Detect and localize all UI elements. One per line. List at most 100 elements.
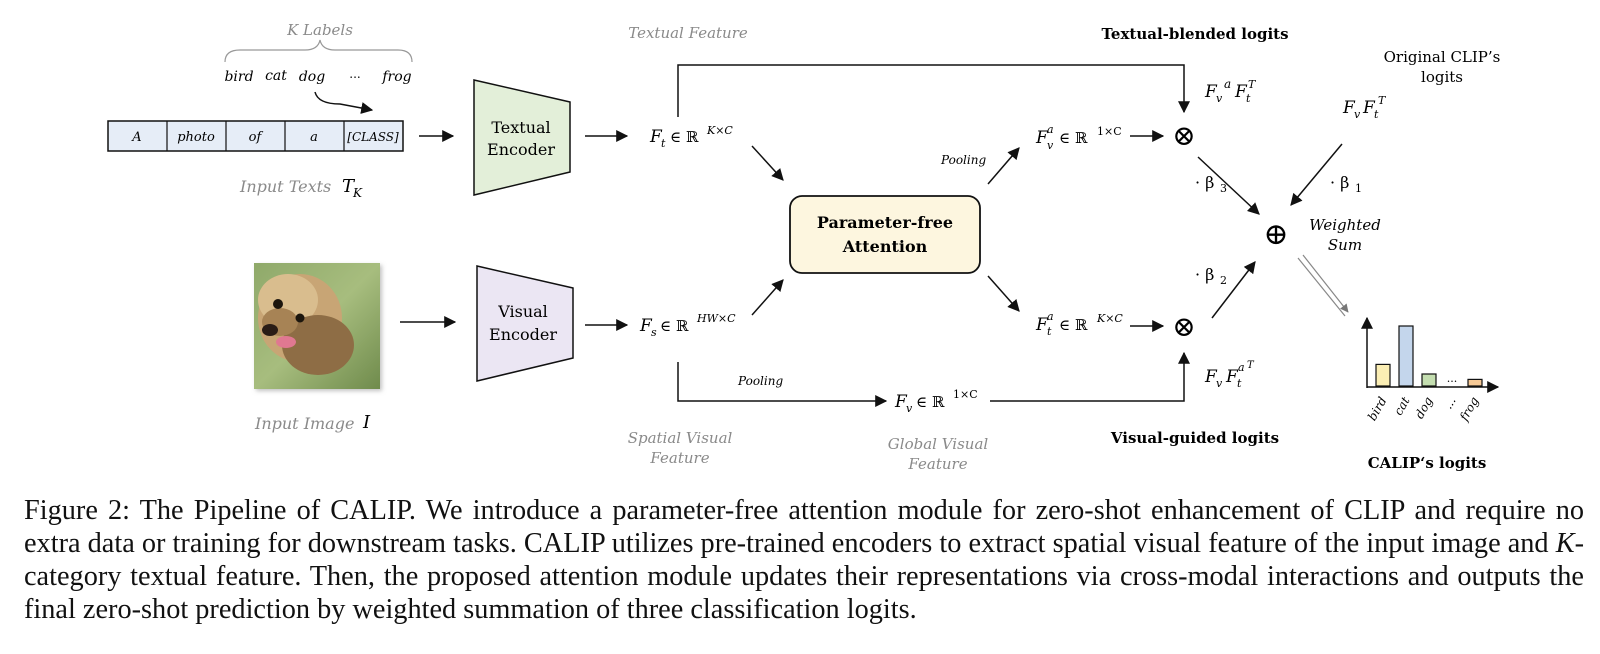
spatial-visual-feature-label-1: Spatial Visual: [628, 429, 733, 447]
arrow-original-to-sum: [1290, 143, 1343, 206]
svg-text:K: K: [352, 186, 363, 200]
input-image-label: Input Image I: [254, 412, 371, 433]
textual-feature-label: Textual Feature: [628, 24, 748, 42]
svg-text:t: t: [1237, 377, 1242, 390]
caption-prefix: Figure 2: The Pipeline of CALIP. We intr…: [24, 495, 1584, 559]
visual-guided-otimes: ⊗: [1172, 310, 1195, 343]
class-word: frog: [381, 69, 411, 85]
spatial-visual-feature-label-2: Feature: [649, 449, 709, 467]
beta2-weight: · β 2: [1195, 265, 1227, 287]
svg-text:F: F: [1225, 367, 1239, 387]
arrow-fv-to-visual-guided: [990, 351, 1190, 402]
svg-text:1×C: 1×C: [953, 388, 978, 401]
svg-text:s: s: [651, 326, 657, 339]
prompt-tokens: A photo of a [CLASS]: [107, 120, 404, 152]
svg-text:a: a: [1047, 123, 1054, 136]
prompt-token: A: [131, 130, 141, 145]
svg-text:F: F: [1204, 367, 1218, 387]
svg-text:F: F: [1035, 315, 1049, 335]
svg-text:2: 2: [1220, 274, 1227, 287]
svg-text:· β: · β: [1195, 265, 1214, 284]
svg-text:a: a: [1224, 77, 1231, 91]
bar-label: ...: [1441, 395, 1459, 412]
svg-text:Encoder: Encoder: [487, 140, 555, 159]
svg-text:a: a: [1047, 310, 1054, 323]
svg-text:Attention: Attention: [842, 237, 928, 256]
bar-label: frog: [1456, 394, 1481, 424]
prompt-token: of: [249, 130, 264, 145]
textual-blended-logits-label: Textual-blended logits: [1101, 25, 1288, 43]
svg-text:∈ ℝ: ∈ ℝ: [916, 393, 945, 411]
arrow-attention-to-fva: [987, 147, 1020, 185]
class-word: bird: [224, 69, 253, 85]
prompt-token: [CLASS]: [347, 130, 399, 144]
fv-expression: F v ∈ ℝ 1×C: [894, 388, 978, 415]
weighted-sum-label-1: Weighted: [1309, 216, 1381, 234]
arrow-fs-to-attention: [751, 279, 784, 316]
figure-caption: Figure 2: The Pipeline of CALIP. We intr…: [24, 494, 1584, 626]
svg-text:K×C: K×C: [706, 124, 733, 137]
svg-text:Encoder: Encoder: [489, 325, 557, 344]
svg-text:T: T: [1247, 360, 1255, 371]
svg-text:v: v: [1354, 108, 1361, 121]
svg-text:1×C: 1×C: [1097, 125, 1122, 138]
svg-text:HW×C: HW×C: [696, 312, 736, 325]
svg-text:F: F: [1035, 128, 1049, 148]
input-texts-symbol: T: [342, 176, 356, 197]
arrow-textual-blended-to-sum: [1197, 156, 1260, 215]
textual-blended-formula: F v a F t T: [1204, 77, 1257, 105]
bar-label: dog: [1412, 394, 1436, 421]
fva-expression: F v a ∈ ℝ 1×C: [1035, 123, 1122, 152]
k-labels-brace: [224, 39, 413, 63]
svg-text:F: F: [1234, 82, 1248, 102]
bar-label: bird: [1365, 394, 1390, 423]
caption-suffix: -category textual feature. Then, the pro…: [24, 528, 1584, 625]
svg-text:T: T: [1248, 78, 1257, 91]
ft-expression: F t ∈ ℝ K×C: [649, 124, 733, 150]
bar-dog: [1421, 373, 1437, 387]
bar-ellipsis-mark: ...: [1447, 372, 1458, 385]
arrow-fs-pooling: [677, 362, 888, 407]
arrow-visual-guided-to-sum: [1211, 261, 1256, 319]
svg-text:Textual: Textual: [491, 118, 550, 137]
bar-bird: [1375, 363, 1391, 387]
original-clip-formula: F v F t T: [1342, 94, 1387, 121]
svg-text:v: v: [1047, 139, 1054, 152]
svg-text:· β: · β: [1330, 173, 1349, 192]
input-image: [254, 263, 380, 389]
svg-text:v: v: [1216, 92, 1223, 105]
arrow-sum-to-chart: [1297, 254, 1349, 317]
class-words: bird cat dog ... frog: [224, 67, 411, 85]
svg-text:F: F: [894, 392, 908, 412]
original-clip-logits-label-2: logits: [1421, 68, 1463, 86]
caption-italic-k: K: [1555, 528, 1575, 559]
prompt-token: photo: [177, 130, 215, 145]
class-word: dog: [299, 69, 325, 85]
svg-text:a: a: [1238, 361, 1245, 374]
input-image-symbol: I: [362, 412, 371, 433]
calip-pipeline-figure: K Labels bird cat dog ... frog A photo o…: [107, 21, 1500, 473]
parameter-free-attention: Parameter-free Attention: [789, 195, 981, 274]
bar-frog: [1467, 378, 1483, 387]
svg-text:∈ ℝ: ∈ ℝ: [1059, 129, 1088, 147]
class-word: ...: [349, 67, 360, 81]
svg-text:t: t: [1047, 325, 1052, 338]
arrow-ft-to-textual-blended: [677, 64, 1190, 117]
global-visual-feature-label-2: Feature: [907, 455, 967, 473]
svg-text:∈ ℝ: ∈ ℝ: [670, 128, 699, 146]
k-labels-label: K Labels: [286, 21, 353, 39]
svg-text:Parameter-free: Parameter-free: [817, 213, 953, 232]
weighted-sum-label-2: Sum: [1328, 236, 1362, 254]
svg-text:F: F: [649, 127, 663, 147]
calip-logits-label: CALIP‘s logits: [1368, 454, 1487, 472]
input-texts-label: Input Texts T K: [239, 176, 363, 200]
class-word: cat: [265, 68, 287, 84]
svg-text:F: F: [1362, 98, 1376, 118]
svg-text:F: F: [1342, 98, 1356, 118]
svg-text:K×C: K×C: [1096, 312, 1123, 325]
visual-guided-formula: F v F t a T: [1204, 360, 1255, 390]
svg-text:3: 3: [1220, 182, 1227, 195]
visual-encoder: Visual Encoder: [476, 265, 574, 382]
svg-text:Input Texts: Input Texts: [239, 177, 331, 196]
